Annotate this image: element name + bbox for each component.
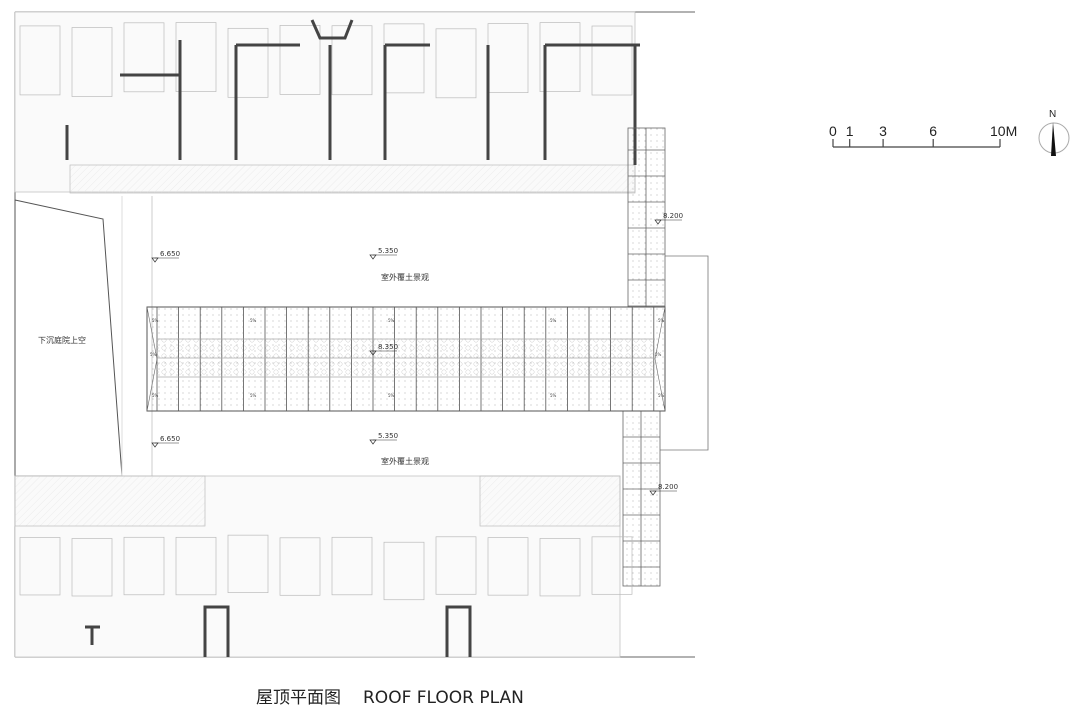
- elevation-value: 5.350: [378, 247, 398, 255]
- scale-tick-label: 10M: [990, 123, 1017, 139]
- north-label: N: [1049, 109, 1056, 120]
- elevation-value: 6.650: [160, 435, 180, 443]
- elevation-marker: 5.350: [370, 432, 398, 444]
- title-cn: 屋顶平面图: [256, 688, 341, 708]
- scale-tick-label: 3: [879, 123, 887, 139]
- slope-label: 5%: [250, 318, 257, 323]
- slope-label: 5%: [250, 393, 257, 398]
- slope-label: 5%: [388, 318, 395, 323]
- sunken-courtyard: 下沉庭院上空: [15, 196, 152, 476]
- slope-label: 5%: [550, 393, 557, 398]
- scale-bar: 01 3 6 10M: [829, 123, 1017, 147]
- landscape-label-bottom: 室外覆土景观: [381, 456, 429, 466]
- north-arrow-icon: N: [1039, 109, 1069, 156]
- slope-label: 5%: [152, 318, 159, 323]
- lower-apartments: [15, 476, 632, 657]
- elevation-value: 5.350: [378, 432, 398, 440]
- slope-label: 5%: [550, 318, 557, 323]
- elevation-value: 8.200: [663, 212, 683, 220]
- elevation-marker: 5.350: [370, 247, 398, 259]
- title-en: ROOF FLOOR PLAN: [363, 688, 524, 708]
- slope-label: 5%: [152, 393, 159, 398]
- drawing-title: 屋顶平面图 ROOF FLOOR PLAN: [256, 683, 546, 708]
- elevation-marker: 6.650: [152, 250, 180, 262]
- slope-label: 5%: [388, 393, 395, 398]
- scale-tick-label: 6: [929, 123, 937, 139]
- slope-label: 5%: [655, 352, 662, 357]
- elevation-value: 8.350: [378, 343, 398, 351]
- sunken-courtyard-label: 下沉庭院上空: [38, 335, 86, 345]
- elevation-value: 8.200: [658, 483, 678, 491]
- elevation-value: 6.650: [160, 250, 180, 258]
- slope-label: 5%: [658, 393, 665, 398]
- slope-label: 5%: [658, 318, 665, 323]
- scale-tick-label: 0: [829, 123, 837, 139]
- elevation-marker: 6.650: [152, 435, 180, 447]
- upper-apartments: [15, 12, 640, 193]
- landscape-label-top: 室外覆土景观: [381, 272, 429, 282]
- scale-tick-label: 1: [846, 123, 854, 139]
- roof-canopy: 5% 5% 5% 5% 5% 5% 5% 5% 5% 5% 5% 5%: [147, 307, 665, 411]
- slope-label: 5%: [150, 352, 157, 357]
